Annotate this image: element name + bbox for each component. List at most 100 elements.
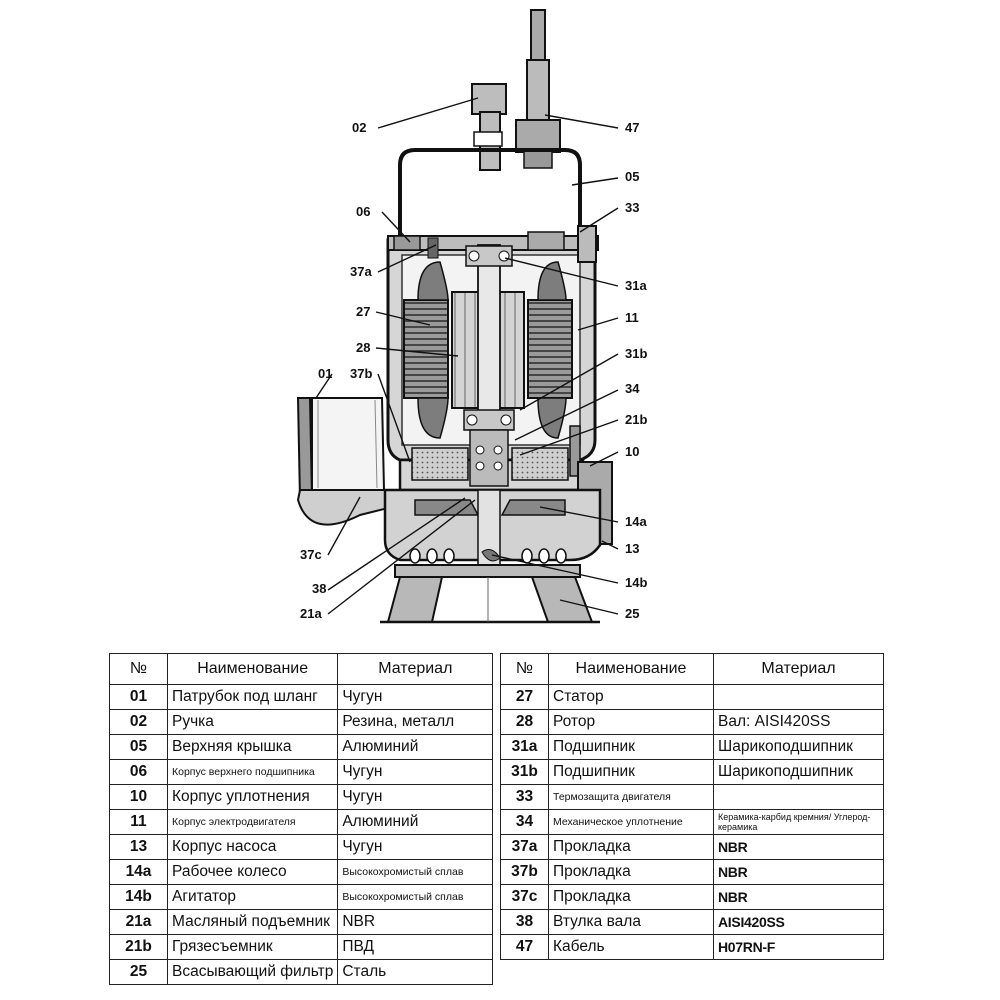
callout-label: 21a xyxy=(300,606,322,621)
cell-no: 10 xyxy=(109,784,168,810)
callout-label: 25 xyxy=(625,606,639,621)
cell-material: Вал: AISI420SS xyxy=(713,709,884,735)
stator xyxy=(403,261,573,439)
callout-label: 31b xyxy=(625,346,647,361)
cell-name: Втулка вала xyxy=(548,909,714,935)
cell-name: Ручка xyxy=(166,709,339,735)
cell-no: 21b xyxy=(109,934,168,960)
header-no: № xyxy=(500,653,549,685)
callout-label: 33 xyxy=(625,200,639,215)
pump-casing xyxy=(383,488,602,566)
cell-no: 34 xyxy=(500,809,549,835)
cell-no: 37c xyxy=(500,884,549,910)
callout-label: 27 xyxy=(356,304,370,319)
cell-material: Чугун xyxy=(337,684,494,710)
cell-material: AISI420SS xyxy=(713,909,884,935)
header-no: № xyxy=(109,653,168,685)
cell-material: Высокохромистый сплав xyxy=(337,884,494,910)
cell-material: ПВД xyxy=(337,934,494,960)
cell-no: 02 xyxy=(109,709,168,735)
cell-name: Корпус уплотнения xyxy=(166,784,339,810)
cell-name: Кабель xyxy=(548,934,714,960)
cell-name: Прокладка xyxy=(548,884,714,910)
cell-name: Механическое уплотнение xyxy=(548,809,714,835)
cell-material: H07RN-F xyxy=(713,934,884,960)
cell-name: Прокладка xyxy=(548,859,714,885)
callout-label: 13 xyxy=(625,541,639,556)
handle xyxy=(471,83,507,171)
table-header-row: № Наименование Материал xyxy=(500,653,884,685)
cell-material: NBR xyxy=(713,884,884,910)
cell-no: 37b xyxy=(500,859,549,885)
thermal-protection xyxy=(527,231,565,251)
pump-cross-section-diagram: 024705063337a31a27112831b0137b3421b1014a… xyxy=(296,9,647,624)
callout-label: 21b xyxy=(625,412,647,427)
cell-no: 31a xyxy=(500,734,549,760)
cell-material xyxy=(713,784,884,810)
cell-no: 47 xyxy=(500,934,549,960)
cell-name: Прокладка xyxy=(548,834,714,860)
header-material: Материал xyxy=(713,653,884,685)
cell-name: Корпус насоса xyxy=(166,834,339,860)
header-material: Материал xyxy=(337,653,494,685)
callout-label: 05 xyxy=(625,169,639,184)
cell-material: Сталь xyxy=(337,959,494,985)
upper-cover xyxy=(398,148,582,240)
callout-label: 38 xyxy=(312,581,326,596)
cell-material: Керамика-карбид кремния/ Углерод-керамик… xyxy=(713,809,884,835)
cell-no: 11 xyxy=(109,809,168,835)
cell-no: 33 xyxy=(500,784,549,810)
callout-label: 10 xyxy=(625,444,639,459)
cell-name: Подшипник xyxy=(548,759,714,785)
cell-material: Резина, металл xyxy=(337,709,494,735)
cell-material: Высокохромистый сплав xyxy=(337,859,494,885)
cell-no: 38 xyxy=(500,909,549,935)
upper-bearing-housing xyxy=(393,235,439,259)
callout-label: 37a xyxy=(350,264,372,279)
callout-label: 34 xyxy=(625,381,640,396)
cell-name: Термозащита двигателя xyxy=(548,784,714,810)
callout-label: 37b xyxy=(350,366,372,381)
cell-name: Корпус электродвигателя xyxy=(166,809,339,835)
suction-strainer xyxy=(380,564,600,624)
leader-lines xyxy=(315,97,619,615)
cell-no: 21a xyxy=(109,909,168,935)
cell-name: Всасывающий фильтр xyxy=(166,959,339,985)
cell-material xyxy=(713,684,884,710)
cell-name: Масляный подъемник xyxy=(166,909,339,935)
callout-label: 11 xyxy=(625,310,639,325)
cell-material: NBR xyxy=(713,859,884,885)
cell-no: 01 xyxy=(109,684,168,710)
callout-label: 14a xyxy=(625,514,647,529)
cell-name: Грязесъемник xyxy=(166,934,339,960)
cell-material: Чугун xyxy=(337,759,494,785)
callout-label: 02 xyxy=(352,120,366,135)
cell-name: Корпус верхнего подшипника xyxy=(166,759,339,785)
cell-no: 05 xyxy=(109,734,168,760)
bearings xyxy=(463,245,515,431)
cell-name: Агитатор xyxy=(166,884,339,910)
cell-no: 28 xyxy=(500,709,549,735)
cable-gland xyxy=(515,9,561,169)
